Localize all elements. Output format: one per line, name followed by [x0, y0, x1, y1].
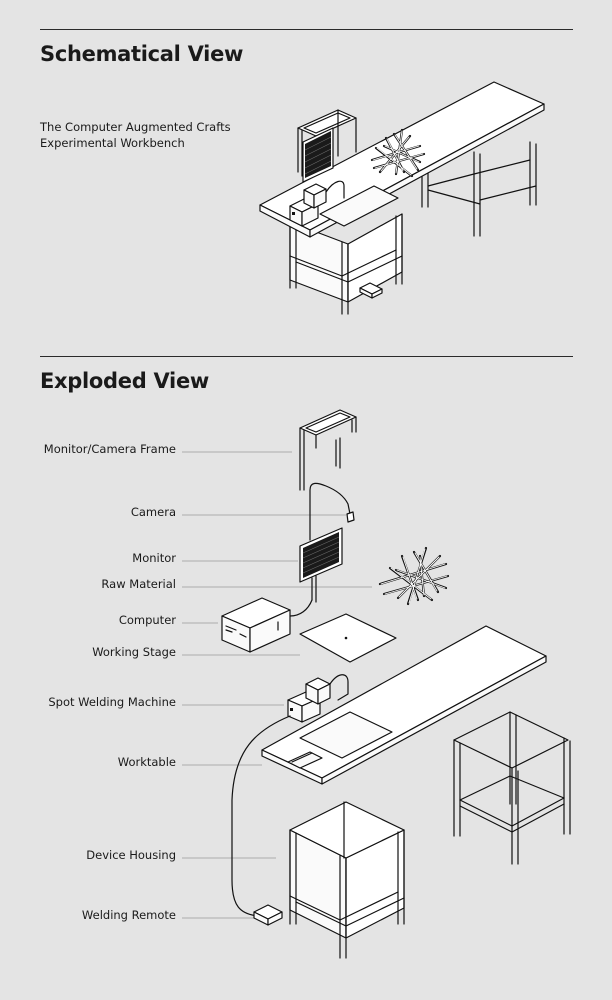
- label-monitor: Monitor: [132, 551, 176, 565]
- label-spot-welding-machine: Spot Welding Machine: [48, 695, 176, 709]
- label-monitor-camera-frame: Monitor/Camera Frame: [43, 442, 176, 456]
- schematic-right-leg-frame: [421, 141, 537, 237]
- subtitle-line-2: Experimental Workbench: [40, 136, 185, 150]
- label-camera: Camera: [130, 505, 176, 519]
- exploded-monitor: [289, 527, 343, 617]
- subtitle-line-1: The Computer Augmented Crafts: [40, 120, 231, 134]
- top-divider: [40, 29, 573, 30]
- exploded-camera: [309, 482, 355, 541]
- schematic-workbench: [259, 81, 545, 315]
- label-raw-material: Raw Material: [101, 577, 176, 591]
- label-computer: Computer: [118, 613, 176, 627]
- label-welding-remote: Welding Remote: [81, 908, 176, 922]
- exploded-spot-welder: [231, 674, 349, 917]
- schematic-monitor-frame: [297, 109, 357, 177]
- exploded-working-stage: [299, 613, 397, 663]
- exploded-device-housing: [289, 801, 405, 959]
- schematic-spot-welder: [289, 180, 345, 227]
- exploded-monitor-frame: [299, 409, 357, 491]
- middle-divider: [40, 356, 573, 357]
- leader-lines: [182, 451, 372, 919]
- schematic-view-title: Schematical View: [40, 42, 244, 66]
- exploded-view-title: Exploded View: [40, 369, 209, 393]
- exploded-worktable: [261, 625, 547, 785]
- schematic-foot-remote: [359, 282, 383, 299]
- label-worktable: Worktable: [117, 755, 176, 769]
- exploded-welding-remote: [253, 904, 283, 926]
- schematic-device-housing: [289, 213, 403, 315]
- exploded-right-leg-frame: [453, 711, 571, 865]
- label-device-housing: Device Housing: [86, 848, 176, 862]
- schematic-table-top: [259, 81, 545, 238]
- schematic-monitor: [302, 127, 334, 183]
- schematic-subtitle: The Computer Augmented Crafts Experiment…: [40, 119, 270, 151]
- exploded-computer: [221, 597, 291, 653]
- label-working-stage: Working Stage: [92, 645, 176, 659]
